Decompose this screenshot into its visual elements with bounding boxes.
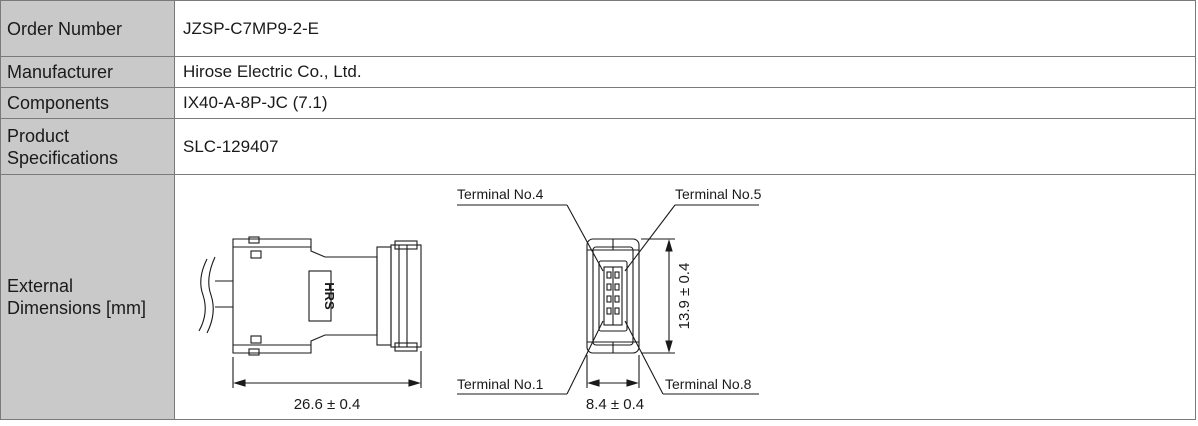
row-label: Order Number xyxy=(0,0,175,57)
width-dimension xyxy=(586,355,640,388)
row-label: Components xyxy=(0,87,175,119)
row-value: IX40-A-8P-JC (7.1) xyxy=(174,87,1196,119)
table-row: Product Specifications SLC-129407 xyxy=(0,118,1196,175)
row-value: SLC-129407 xyxy=(174,118,1196,175)
height-dimension-label: 13.9 ± 0.4 xyxy=(676,263,693,330)
table-row: External Dimensions [mm] xyxy=(0,174,1196,420)
row-value: JZSP-C7MP9-2-E xyxy=(174,0,1196,57)
terminal-4-label: Terminal No.4 xyxy=(457,186,544,202)
external-dimensions-drawing: HRS xyxy=(198,186,762,413)
row-label: Product Specifications xyxy=(0,118,175,175)
row-label: External Dimensions [mm] xyxy=(0,174,175,420)
connector-side-view: HRS xyxy=(232,236,422,356)
row-label: Manufacturer xyxy=(0,56,175,88)
table-row: Manufacturer Hirose Electric Co., Ltd. xyxy=(0,56,1196,88)
height-dimension xyxy=(641,238,675,354)
length-dimension xyxy=(232,351,422,388)
length-dimension-label: 26.6 ± 0.4 xyxy=(294,396,361,413)
hrs-logo: HRS xyxy=(322,282,337,310)
terminal-5-label: Terminal No.5 xyxy=(675,186,762,202)
row-value: Hirose Electric Co., Ltd. xyxy=(174,56,1196,88)
terminal-1-label: Terminal No.1 xyxy=(457,376,544,392)
terminal-8-label: Terminal No.8 xyxy=(665,376,752,392)
table-row: Components IX40-A-8P-JC (7.1) xyxy=(0,87,1196,119)
connector-front-view xyxy=(586,238,640,354)
width-dimension-label: 8.4 ± 0.4 xyxy=(586,396,644,413)
terminal-leaders xyxy=(457,204,759,395)
table-row: Order Number JZSP-C7MP9-2-E xyxy=(0,0,1196,57)
cable-end xyxy=(198,256,233,334)
external-dimensions-drawing-cell: HRS xyxy=(174,174,1196,420)
svg-text:HRS: HRS xyxy=(322,282,337,310)
